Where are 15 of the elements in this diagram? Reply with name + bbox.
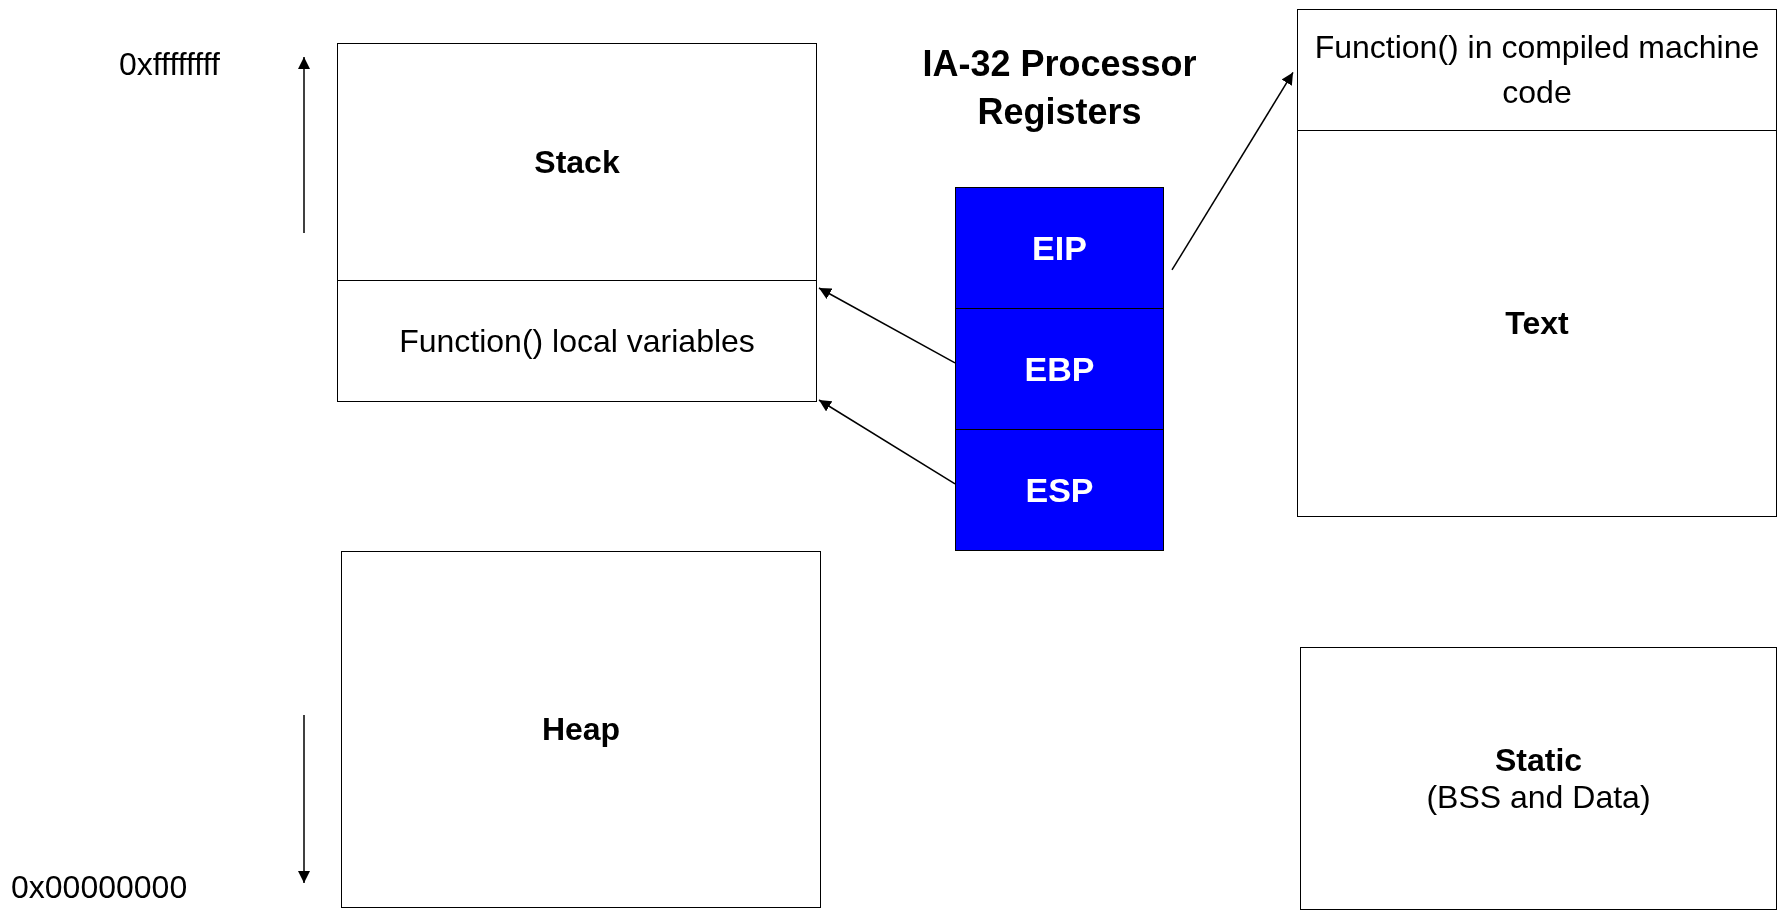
register-cell: EIP bbox=[955, 187, 1164, 309]
memory-segment: Static (BSS and Data) bbox=[1300, 647, 1777, 910]
memory-segment: Text bbox=[1297, 130, 1777, 517]
address-label: 0x00000000 bbox=[11, 869, 188, 906]
memory-segment: Stack bbox=[337, 43, 817, 281]
memory-segment: Heap bbox=[341, 551, 821, 908]
arrow bbox=[818, 287, 956, 364]
address-label: 0xffffffff bbox=[119, 46, 220, 83]
arrow bbox=[818, 399, 956, 485]
arrow bbox=[1171, 71, 1294, 271]
memory-section: Function() local variables bbox=[337, 280, 817, 402]
memory-section: Function() in compiled machine code bbox=[1297, 9, 1777, 131]
register-heading: IA-32 Processor Registers bbox=[921, 42, 1198, 134]
register-cell: EBP bbox=[955, 308, 1164, 430]
register-cell: ESP bbox=[955, 429, 1164, 551]
